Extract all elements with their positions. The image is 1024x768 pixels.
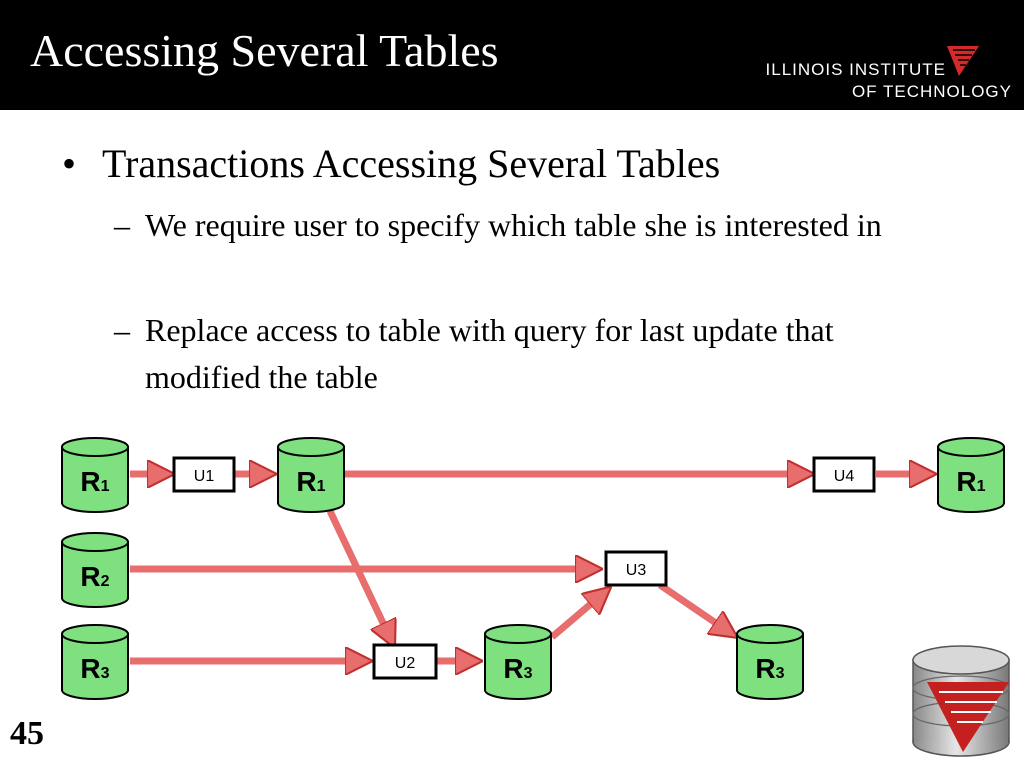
database-icon: [912, 645, 1010, 757]
arrow-r1-to-u2: [326, 509, 392, 642]
svg-text:R3: R3: [80, 653, 109, 684]
iit-logo-icon: [947, 46, 979, 76]
sub-bullet-text: We require user to specify which table s…: [145, 207, 882, 243]
logo-line-2: OF TECHNOLOGY: [851, 82, 1012, 101]
table-r3-c: R3: [736, 624, 804, 700]
bullet-dot: •: [62, 141, 77, 186]
update-box-u2: U2: [372, 643, 438, 680]
table-subscript: 3: [101, 665, 110, 682]
main-bullet: • Transactions Accessing Several Tables: [62, 140, 720, 187]
svg-text:R2: R2: [80, 561, 109, 592]
table-subscript: 3: [776, 665, 785, 682]
diagram-arrows: [130, 474, 930, 661]
update-label: U3: [626, 562, 647, 579]
table-r1-b: R1: [277, 437, 345, 513]
update-box-u1: U1: [172, 456, 236, 493]
svg-text:R1: R1: [296, 466, 325, 497]
table-r3-b: R3: [484, 624, 552, 700]
table-r2-a: R2: [61, 532, 129, 608]
table-r1-a: R1: [61, 437, 129, 513]
page-number: 45: [10, 715, 44, 752]
table-subscript: 2: [101, 573, 110, 590]
sub-bullet-1: – We require user to specify which table…: [114, 202, 934, 249]
table-label: R: [755, 653, 775, 684]
sub-bullet-2: – Replace access to table with query for…: [114, 307, 934, 401]
main-bullet-text: Transactions Accessing Several Tables: [102, 141, 721, 186]
svg-text:R1: R1: [956, 466, 985, 497]
iit-logo: ILLINOIS INSTITUTE OF TECHNOLOGY: [740, 44, 1020, 104]
table-label: R: [80, 466, 100, 497]
table-label: R: [80, 653, 100, 684]
arrow-r3-to-u3: [549, 591, 606, 640]
sub-bullet-dash: –: [114, 207, 130, 243]
slide-header: Accessing Several Tables ILLINOIS INSTIT…: [0, 0, 1024, 110]
update-label: U4: [834, 468, 855, 485]
table-subscript: 1: [977, 478, 986, 495]
update-box-u4: U4: [812, 456, 876, 493]
svg-text:R1: R1: [80, 466, 109, 497]
update-label: U2: [395, 655, 416, 672]
sub-bullet-dash: –: [114, 312, 130, 348]
table-label: R: [503, 653, 523, 684]
svg-text:R3: R3: [503, 653, 532, 684]
table-label: R: [956, 466, 976, 497]
slide-title: Accessing Several Tables: [30, 25, 499, 76]
table-subscript: 3: [524, 665, 533, 682]
table-r3-a: R3: [61, 624, 129, 700]
table-label: R: [80, 561, 100, 592]
update-label: U1: [194, 468, 215, 485]
arrow-u3-to-r3: [658, 582, 732, 634]
table-subscript: 1: [101, 478, 110, 495]
logo-line-1: ILLINOIS INSTITUTE: [765, 60, 946, 79]
table-r1-c: R1: [937, 437, 1005, 513]
table-label: R: [296, 466, 316, 497]
sub-bullet-text: Replace access to table with query for l…: [145, 312, 834, 395]
svg-text:R3: R3: [755, 653, 784, 684]
table-subscript: 1: [317, 478, 326, 495]
update-box-u3: U3: [604, 550, 668, 587]
